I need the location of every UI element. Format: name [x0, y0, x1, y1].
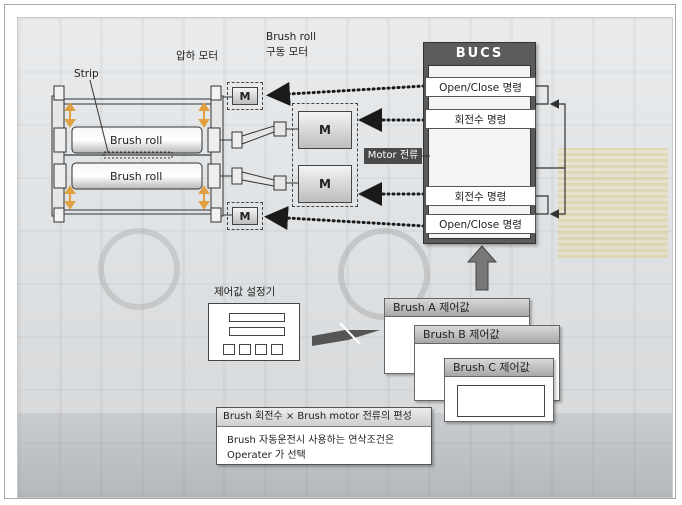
bucs-openclose-command-bottom: Open/Close 명령	[425, 214, 536, 234]
bucs-panel: BUCS	[423, 42, 536, 244]
note-line-1: Brush 자동운전시 사용하는 연삭조건은	[227, 435, 395, 446]
drive-motor-group	[292, 103, 358, 207]
bucs-openclose-command-top: Open/Close 명령	[425, 77, 536, 97]
motor-current-tag: Motor 전류	[364, 148, 422, 164]
pressure-motor-bottom: M	[232, 207, 258, 225]
brush-c-value-box	[457, 385, 545, 417]
display-slot	[229, 313, 285, 322]
drive-shafts	[241, 121, 298, 191]
pressure-arrows	[64, 102, 210, 210]
bucs-title: BUCS	[455, 46, 504, 61]
note-line-2: Operater 가 선택	[227, 450, 306, 461]
command-arrows	[264, 81, 426, 231]
drive-motor-label: Brush roll	[266, 31, 316, 43]
pressure-motor-top-frame	[227, 82, 263, 110]
bucs-feedback-lines	[536, 85, 566, 219]
strip-label: Strip	[74, 68, 99, 80]
brush-c-card-title: Brush C 제어값	[445, 359, 553, 377]
drive-motor-bottom: M	[298, 165, 352, 203]
bucs-speed-command-top: 회전수 명령	[425, 109, 536, 129]
background-wheel	[98, 228, 180, 310]
brush-b-card-title: Brush B 제어값	[415, 326, 559, 344]
note-box: Brush 회전수 × Brush motor 전류의 편성 Brush 자동운…	[216, 407, 432, 465]
brush-a-card-title: Brush A 제어값	[385, 299, 529, 317]
drive-motor-top: M	[298, 111, 352, 149]
roll-stand	[51, 85, 224, 223]
background-yellow-panel	[558, 148, 668, 258]
setpoint-key[interactable]	[271, 344, 283, 355]
upload-arrow	[466, 245, 498, 291]
brush-roll-top-shape	[71, 126, 203, 154]
pressure-motor-label: 압하 모터	[176, 50, 218, 62]
note-title: Brush 회전수 × Brush motor 전류의 편성	[217, 408, 431, 427]
brush-roll-top-label: Brush roll	[110, 134, 163, 147]
pressure-motor-bottom-frame	[227, 202, 263, 230]
strip-marker	[103, 151, 173, 159]
setpoint-key[interactable]	[239, 344, 251, 355]
strip-leader	[89, 79, 109, 153]
brush-c-card: Brush C 제어값	[444, 358, 554, 422]
pressure-motor-top: M	[232, 87, 258, 105]
brush-roll-bottom-label: Brush roll	[110, 170, 163, 183]
brush-roll-bottom-shape	[71, 162, 203, 190]
setpoint-key[interactable]	[255, 344, 267, 355]
display-slot	[229, 327, 285, 336]
bucs-speed-command-bottom: 회전수 명령	[425, 186, 536, 206]
setpoint-device-label: 제어값 설정기	[214, 286, 276, 298]
setpoint-device	[208, 303, 300, 361]
roll-chocks	[53, 127, 243, 189]
setpoint-key[interactable]	[223, 344, 235, 355]
drive-motor-label-2: 구동 모터	[266, 46, 308, 58]
transfer-arrow-slash	[339, 322, 361, 345]
transfer-arrow	[312, 330, 380, 346]
